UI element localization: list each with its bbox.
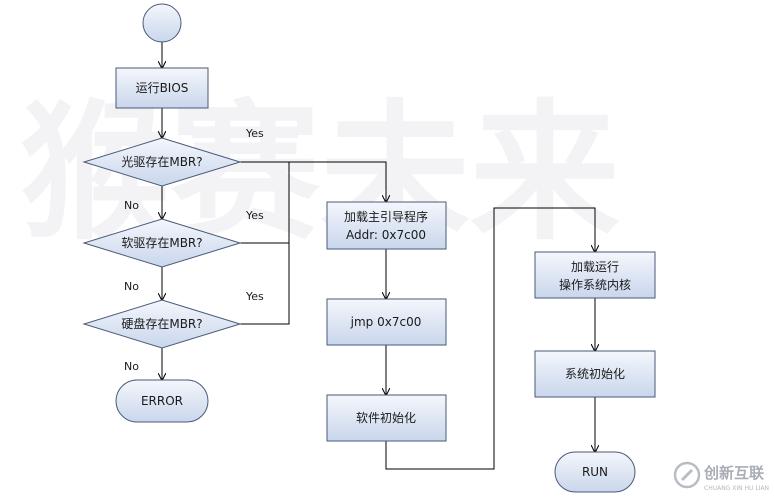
jmp-box xyxy=(326,298,447,346)
software-init-label: 软件初始化 xyxy=(356,411,416,425)
harddisk-decision-label: 硬盘存在MBR? xyxy=(121,316,202,331)
run-bios-label: 运行BIOS xyxy=(136,81,189,95)
software-init-box xyxy=(326,394,447,442)
run-terminal xyxy=(554,451,636,493)
run-label: RUN xyxy=(582,465,608,479)
error-terminal xyxy=(115,379,209,423)
edge-harddisk-yes xyxy=(240,243,290,325)
logo-icon-slash xyxy=(680,468,694,482)
jmp-label: jmp 0x7c00 xyxy=(350,315,422,329)
floppy-decision-label: 软驱存在MBR? xyxy=(121,236,202,250)
start-node xyxy=(142,3,182,43)
system-init-label: 系统初始化 xyxy=(565,367,625,381)
cdrom-decision-label: 光驱存在MBR? xyxy=(121,155,202,169)
system-init-box xyxy=(534,350,656,398)
edge-init-to-kernel xyxy=(385,207,595,470)
floppy-decision xyxy=(82,218,242,268)
load-boot-box xyxy=(326,201,447,250)
edge-label-no-2: No xyxy=(124,280,139,293)
logo-icon xyxy=(673,461,701,489)
logo-subtext: CHUANG XIN HU LIAN xyxy=(704,485,769,492)
cdrom-decision xyxy=(82,137,242,187)
load-kernel-box xyxy=(534,251,656,299)
error-label: ERROR xyxy=(141,394,183,408)
edge-label-yes-1: Yes xyxy=(245,127,264,140)
edge-label-no-1: No xyxy=(124,199,139,212)
load-boot-label-line1: 加载主引导程序 xyxy=(344,209,428,224)
edge-label-yes-3: Yes xyxy=(245,290,264,303)
run-bios-box xyxy=(115,67,209,109)
load-kernel-label-line2: 操作系统内核 xyxy=(559,277,631,292)
brand-logo: 创新互联 CHUANG XIN HU LIAN xyxy=(673,461,769,492)
load-kernel-label-line1: 加载运行 xyxy=(571,260,619,274)
harddisk-decision xyxy=(82,299,242,349)
edge-label-yes-2: Yes xyxy=(245,209,264,222)
load-boot-label-line2: Addr: 0x7c00 xyxy=(346,228,426,242)
edges xyxy=(162,42,595,470)
logo-text: 创新互联 xyxy=(703,464,765,482)
edge-label-no-3: No xyxy=(124,360,139,373)
